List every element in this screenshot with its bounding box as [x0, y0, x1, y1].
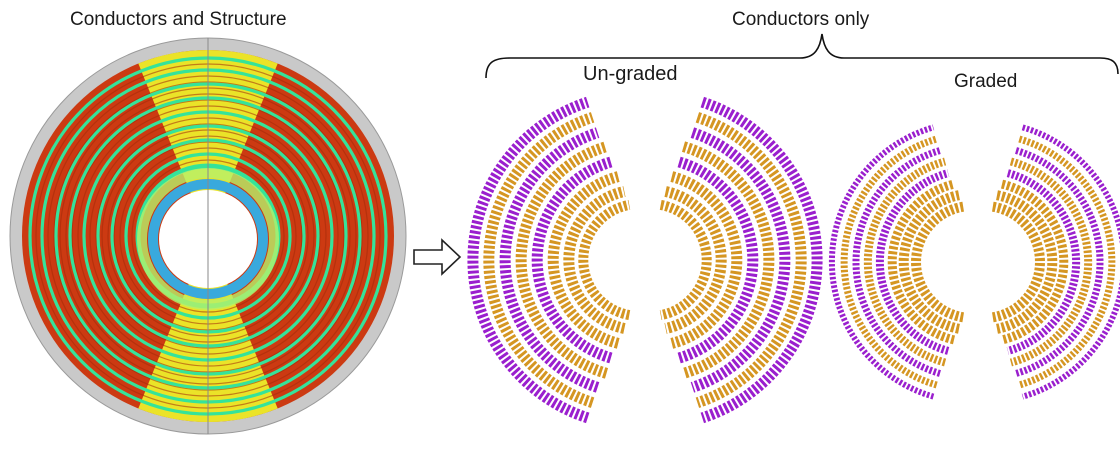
cable-arc-left [875, 169, 950, 355]
cable-arc-left [563, 186, 626, 334]
cable-arc-left [840, 135, 938, 389]
cable-arc-left [898, 190, 960, 334]
magnet-cross-section-structure [9, 37, 407, 435]
cable-arc-left [911, 201, 965, 323]
cable-arc-left [499, 127, 600, 393]
cable-arc-right [1000, 179, 1069, 345]
cable-arc-right [700, 96, 823, 424]
title-conductors-only: Conductors only [732, 9, 870, 30]
cable-arc-left [483, 112, 595, 408]
cable-arc-right [1006, 169, 1081, 355]
cable-arc-right [677, 156, 759, 364]
cable-arc-left [467, 96, 590, 424]
cable-arc-left [863, 157, 947, 367]
cable-arc-right [681, 141, 775, 379]
cable-arc-right [1015, 147, 1104, 377]
cable-arc-right [996, 190, 1058, 334]
label-ungraded: Un-graded [583, 63, 678, 85]
cable-arc-right [1018, 135, 1116, 389]
ungraded-conductor-diagram [467, 96, 823, 424]
label-graded: Graded [954, 71, 1018, 92]
cable-arc-right [659, 199, 712, 321]
cable-arc-left [531, 156, 613, 364]
cable-arc-right [695, 112, 807, 408]
cable-arc-right [991, 201, 1045, 323]
title-conductors-and-structure: Conductors and Structure [70, 9, 287, 30]
cable-arc-left [887, 179, 956, 345]
curly-brace-icon [485, 33, 1119, 79]
cable-arc-right [690, 127, 791, 393]
cable-arc-left [828, 124, 935, 400]
cable-arc-right [670, 171, 743, 349]
right-arrow-icon [413, 238, 462, 276]
cable-arc-right [1009, 157, 1093, 367]
cable-arc-left [547, 171, 620, 349]
cable-arc-left [578, 199, 631, 321]
cable-arc-right [1021, 124, 1120, 400]
graded-conductor-diagram [828, 124, 1120, 400]
cable-arc-left [515, 141, 609, 379]
cable-arc-right [664, 186, 727, 334]
cable-arc-left [852, 147, 941, 377]
